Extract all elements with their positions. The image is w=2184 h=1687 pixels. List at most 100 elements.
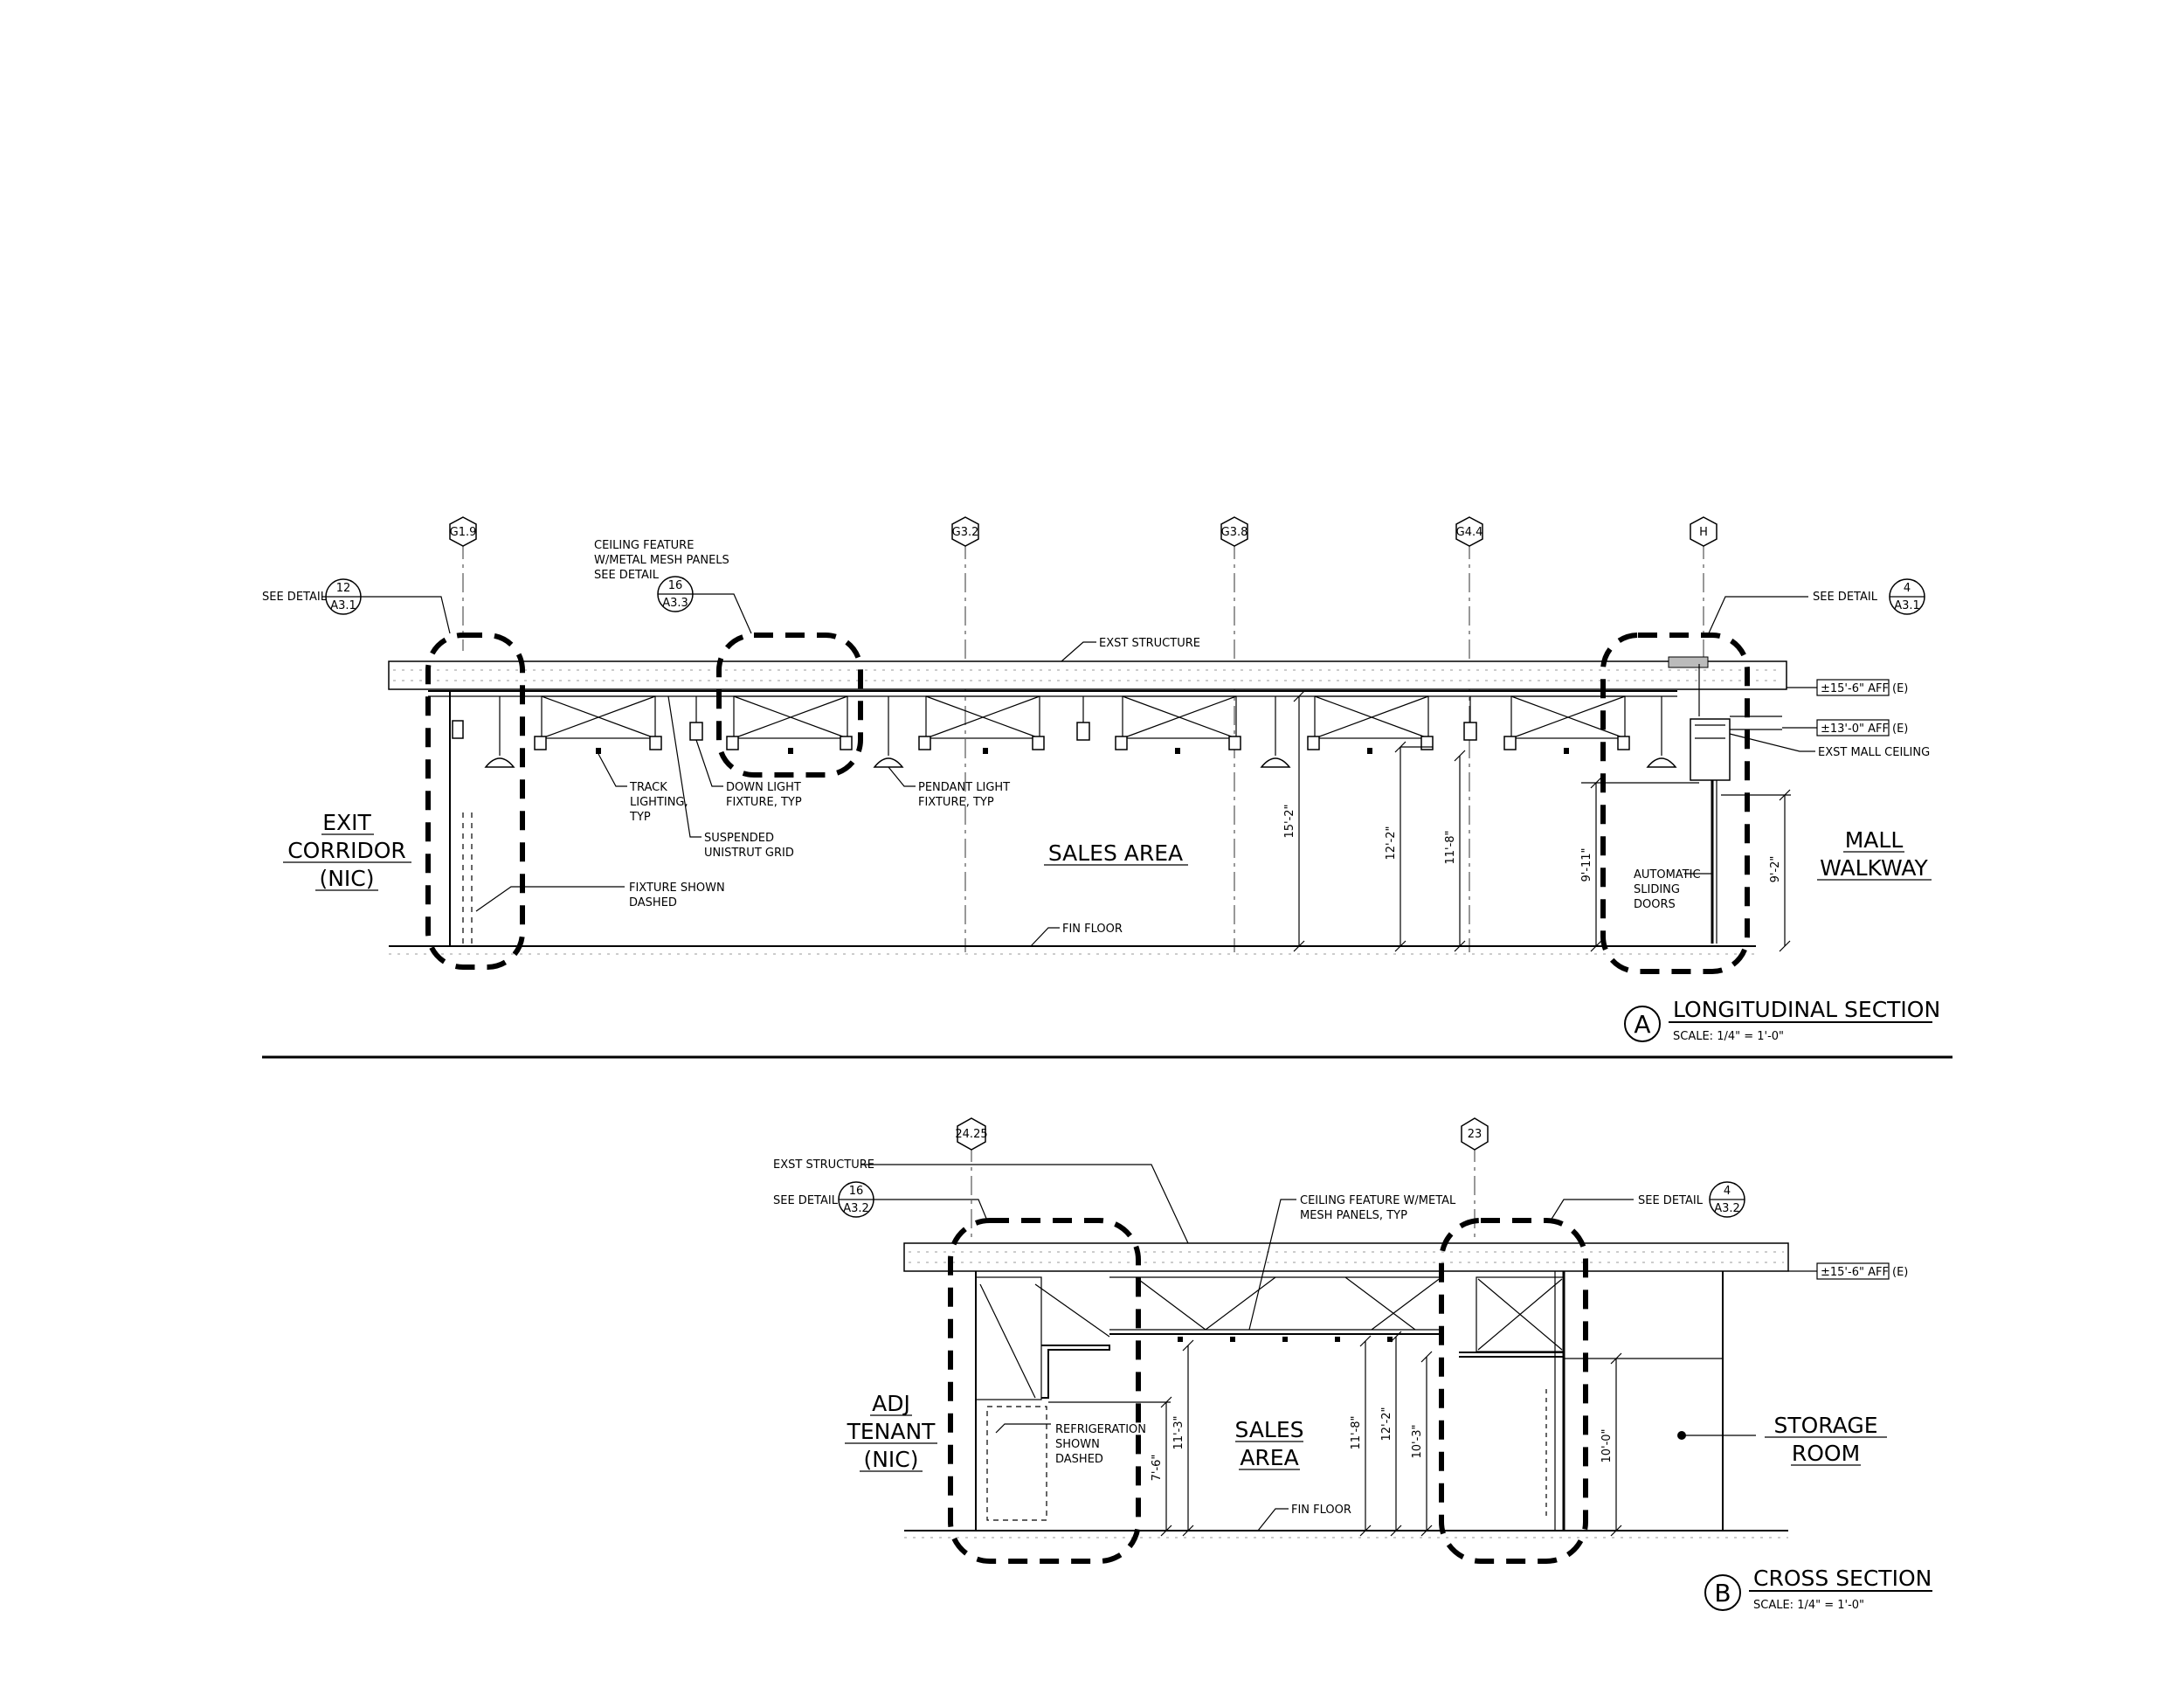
mall-ceiling-header xyxy=(1690,718,1731,781)
svg-text:ADJ: ADJ xyxy=(872,1391,910,1416)
svg-text:SEE DETAIL: SEE DETAIL xyxy=(262,591,328,604)
gridline-label: G3.8 xyxy=(1221,526,1248,539)
revision-cloud xyxy=(425,633,525,970)
dimension-7-6: 7'-6" xyxy=(1048,1396,1172,1537)
down-light xyxy=(689,696,703,741)
dashed-refrigeration xyxy=(986,1406,1047,1521)
svg-text:EXST STRUCTURE: EXST STRUCTURE xyxy=(1099,637,1200,650)
see-detail-callout-right-b: SEE DETAIL 4 A3.2 xyxy=(1550,1181,1745,1221)
svg-text:±13'-0" AFF: ±13'-0" AFF xyxy=(1821,723,1889,736)
pendant-light xyxy=(873,696,904,768)
svg-text:9'-11": 9'-11" xyxy=(1580,847,1593,882)
gridline-g1-9: G1.9 xyxy=(449,516,477,651)
down-light-callout: DOWN LIGHT FIXTURE, TYP xyxy=(695,739,802,809)
pendant-light xyxy=(1260,696,1291,768)
svg-text:EXST STRUCTURE: EXST STRUCTURE xyxy=(773,1158,874,1172)
sales-area-label: SALES AREA xyxy=(1044,840,1188,866)
existing-structure-slab xyxy=(903,1242,1789,1272)
svg-text:EXST MALL CEILING: EXST MALL CEILING xyxy=(1818,746,1930,759)
elevation-tag-b: ±15'-6" AFF (E) xyxy=(1788,1262,1908,1280)
pendant-light-callout: PENDANT LIGHT FIXTURE, TYP xyxy=(888,766,1010,809)
svg-text:10'-0": 10'-0" xyxy=(1600,1428,1614,1462)
gridline-label: H xyxy=(1699,526,1708,539)
automatic-doors-callout: AUTOMATIC SLIDING DOORS xyxy=(1634,868,1712,911)
svg-text:CORRIDOR: CORRIDOR xyxy=(287,838,406,863)
dimension-11-3: 11'-3" xyxy=(1172,1339,1194,1537)
svg-text:FIN FLOOR: FIN FLOOR xyxy=(1062,923,1123,936)
section-b-title-block: B CROSS SECTION SCALE: 1/4" = 1'-0" xyxy=(1704,1566,1932,1612)
svg-text:4: 4 xyxy=(1904,582,1911,595)
existing-structure-slab xyxy=(388,660,1787,690)
svg-text:±15'-6" AFF: ±15'-6" AFF xyxy=(1821,1266,1889,1279)
svg-text:CEILING FEATURE: CEILING FEATURE xyxy=(594,539,694,552)
svg-text:A3.1: A3.1 xyxy=(330,599,356,612)
dimension-9-2: 9'-2" xyxy=(1721,789,1791,952)
svg-text:CROSS SECTION: CROSS SECTION xyxy=(1753,1566,1932,1591)
revision-cloud xyxy=(1439,1218,1588,1564)
svg-text:ROOM: ROOM xyxy=(1792,1441,1860,1466)
svg-text:WALKWAY: WALKWAY xyxy=(1820,855,1928,881)
svg-text:11'-8": 11'-8" xyxy=(1444,830,1457,864)
svg-text:12: 12 xyxy=(336,582,351,595)
dimension-9-11: 9'-11" xyxy=(1580,777,1699,952)
svg-text:B: B xyxy=(1714,1579,1731,1607)
svg-text:SALES: SALES xyxy=(1234,1417,1303,1442)
ceiling-panel xyxy=(918,695,1045,750)
dimension-11-8: 11'-8" xyxy=(1444,750,1466,952)
fixture-dashed-callout: FIXTURE SHOWN DASHED xyxy=(475,882,725,912)
pendant-light xyxy=(1646,696,1677,768)
longitudinal-section: G1.9 G3.2 G3.8 G4.4 H xyxy=(262,516,1940,1043)
svg-text:MESH PANELS, TYP: MESH PANELS, TYP xyxy=(1300,1209,1407,1222)
svg-text:11'-3": 11'-3" xyxy=(1172,1415,1185,1449)
dimension-12-2-b: 12'-2" xyxy=(1380,1331,1402,1537)
track-lighting-callout: TRACK LIGHTING, TYP xyxy=(598,753,688,824)
gridline-g3-8: G3.8 xyxy=(1220,516,1248,952)
svg-text:A3.3: A3.3 xyxy=(662,597,688,610)
svg-text:W/METAL MESH PANELS: W/METAL MESH PANELS xyxy=(594,554,729,567)
gridline-label: 24.25 xyxy=(955,1128,987,1141)
revision-cloud xyxy=(716,633,863,778)
exst-structure-callout: EXST STRUCTURE xyxy=(1061,637,1200,662)
svg-text:AUTOMATIC: AUTOMATIC xyxy=(1634,868,1701,882)
gridline-24-25: 24.25 xyxy=(955,1117,988,1241)
svg-text:TENANT: TENANT xyxy=(847,1419,936,1444)
svg-text:CEILING FEATURE W/METAL: CEILING FEATURE W/METAL xyxy=(1300,1194,1456,1207)
svg-text:A3.1: A3.1 xyxy=(1894,599,1920,612)
svg-text:(E): (E) xyxy=(1892,1266,1908,1279)
see-detail-callout-left-b: SEE DETAIL 16 A3.2 xyxy=(773,1181,988,1221)
exst-structure-callout-b: EXST STRUCTURE xyxy=(773,1158,1189,1244)
svg-text:DASHED: DASHED xyxy=(1055,1453,1103,1466)
dimension-15-2: 15'-2" xyxy=(1283,690,1305,952)
svg-text:16: 16 xyxy=(849,1185,864,1198)
exit-door-hardware xyxy=(452,720,464,739)
svg-text:7'-6": 7'-6" xyxy=(1151,1455,1164,1482)
elevation-tag-15-6: ±15'-6" AFF (E) xyxy=(1787,679,1908,696)
svg-text:FIXTURE SHOWN: FIXTURE SHOWN xyxy=(629,882,725,895)
svg-text:12'-2": 12'-2" xyxy=(1380,1407,1393,1441)
gridline-g3-2: G3.2 xyxy=(951,516,979,952)
svg-text:FIXTURE, TYP: FIXTURE, TYP xyxy=(726,796,802,809)
svg-text:MALL: MALL xyxy=(1845,827,1904,853)
ceiling-feature-callout: CEILING FEATURE W/METAL MESH PANELS SEE … xyxy=(594,539,752,634)
svg-text:15'-2": 15'-2" xyxy=(1283,804,1296,838)
svg-text:SHOWN: SHOWN xyxy=(1055,1438,1100,1451)
svg-text:DOWN LIGHT: DOWN LIGHT xyxy=(726,781,801,794)
dimension-10-3: 10'-3" xyxy=(1411,1351,1433,1537)
see-detail-callout-right: SEE DETAIL 4 A3.1 xyxy=(1707,578,1925,636)
svg-text:(NIC): (NIC) xyxy=(319,866,374,891)
svg-text:4: 4 xyxy=(1724,1185,1731,1198)
svg-text:±15'-6" AFF: ±15'-6" AFF xyxy=(1821,682,1889,695)
exst-mall-ceiling-callout: EXST MALL CEILING xyxy=(1729,733,1930,759)
ceiling-panel xyxy=(726,695,853,750)
svg-text:TYP: TYP xyxy=(629,811,651,824)
svg-text:9'-2": 9'-2" xyxy=(1769,856,1782,883)
dimension-12-2: 12'-2" xyxy=(1385,741,1433,952)
revision-cloud xyxy=(948,1218,1141,1564)
svg-text:(E): (E) xyxy=(1892,682,1908,695)
svg-text:16: 16 xyxy=(668,579,683,592)
gridline-label: G1.9 xyxy=(450,526,477,539)
svg-text:LONGITUDINAL SECTION: LONGITUDINAL SECTION xyxy=(1673,997,1940,1022)
gridline-h: H xyxy=(1690,516,1717,664)
storage-room-label: STORAGE ROOM xyxy=(1677,1413,1887,1466)
svg-text:SEE DETAIL: SEE DETAIL xyxy=(1638,1194,1704,1207)
